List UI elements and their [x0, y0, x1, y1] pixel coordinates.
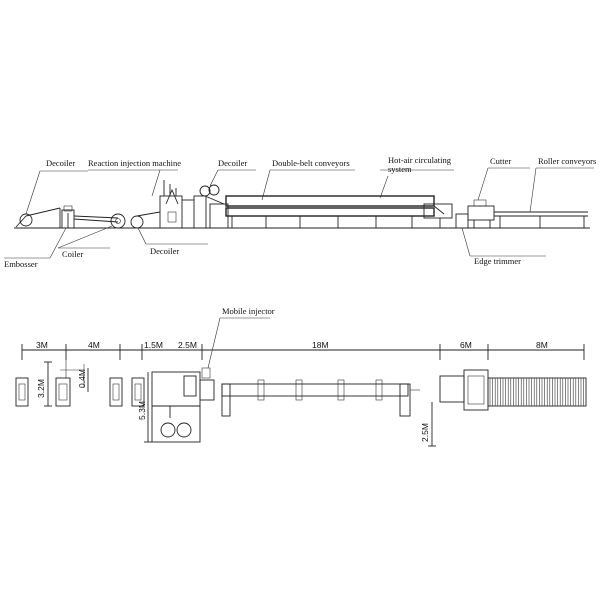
dim-3m: 3M: [36, 340, 48, 350]
coiler-drawing: [110, 213, 126, 229]
dim-1-5m: 1.5M: [144, 340, 163, 350]
label-edge-trimmer: Edge trimmer: [474, 256, 521, 266]
cutter-drawing: [467, 199, 495, 228]
decoiler-2-drawing: [199, 184, 225, 205]
label-reaction-injection: Reaction injection machine: [88, 158, 181, 168]
dim-5-3m: 5.3M: [137, 401, 147, 420]
decoiler-3-drawing: [130, 211, 161, 229]
label-cutter: Cutter: [490, 156, 511, 166]
label-decoiler-2: Decoiler: [218, 158, 247, 168]
label-double-belt: Double-belt conveyors: [272, 158, 350, 168]
dim-0-4m: 0.4M: [77, 369, 87, 388]
dim-6m: 6M: [460, 340, 472, 350]
elevation-leaders: [4, 167, 594, 259]
dim-2-5m-side: 2.5M: [420, 423, 430, 442]
dim-3-2m: 3.2M: [36, 379, 46, 398]
plan-double-belt: [221, 379, 420, 417]
dim-2-5m-top: 2.5M: [178, 340, 197, 350]
plan-cutter: [439, 369, 489, 411]
label-hot-air-2: system: [388, 164, 412, 174]
elevation-view: Decoiler Reaction injection machine Deco…: [4, 155, 596, 269]
dim-18m: 18M: [312, 340, 329, 350]
edge-trimmer-drawing: [455, 213, 469, 229]
embosser-drawing: [61, 205, 75, 229]
double-belt-drawing: [209, 195, 453, 229]
label-roller-conveyors: Roller conveyors: [538, 156, 596, 166]
label-coiler: Coiler: [62, 249, 83, 259]
roller-conveyor-drawing: [494, 211, 588, 228]
reaction-injection-drawing: [159, 180, 207, 229]
plan-roller-conveyor: [487, 377, 587, 407]
dim-8m: 8M: [536, 340, 548, 350]
dim-4m: 4M: [88, 340, 100, 350]
plan-view: 3M 4M 1.5M 2.5M 18M 6M 8M 3.2M 0.4M 5.3M…: [15, 306, 587, 447]
plan-left-machines: [15, 360, 145, 407]
label-hot-air-1: Hot-air circulating: [388, 155, 452, 165]
plan-injector-block: [151, 367, 215, 443]
label-decoiler-1: Decoiler: [46, 158, 75, 168]
decoiler-1-drawing: [15, 207, 61, 228]
label-decoiler-3: Decoiler: [150, 246, 179, 256]
label-mobile-injector: Mobile injector: [222, 306, 275, 316]
label-embosser: Embosser: [4, 259, 38, 269]
